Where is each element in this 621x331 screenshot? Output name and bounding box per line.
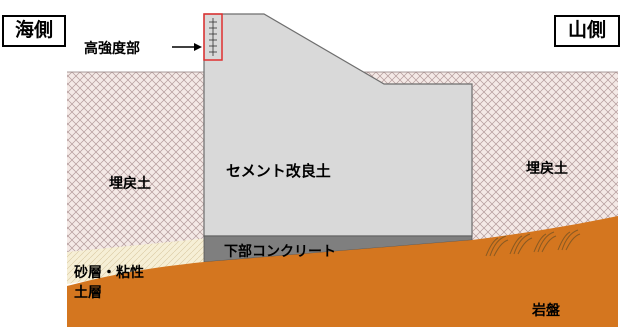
- high-strength-part: [203, 13, 223, 61]
- backfill-right-label: 埋戻土: [526, 161, 568, 177]
- cement-improved-soil-body: [203, 13, 473, 237]
- bedrock-label: 岩盤: [532, 303, 560, 319]
- sand-clay-layer: [67, 238, 210, 284]
- high-strength-label: 高強度部: [84, 41, 140, 57]
- cement-improved-soil-label: セメント改良土: [226, 162, 331, 180]
- grass-tufts: [485, 229, 581, 257]
- sand-clay-label-line1: 砂層・粘性: [74, 265, 144, 281]
- sand-clay-label-line2: 土層: [74, 285, 102, 301]
- mountain-side-label: 山側: [554, 15, 620, 47]
- high-strength-arrow: [172, 43, 202, 51]
- backfill-left-label: 埋戻土: [109, 176, 151, 192]
- sea-side-label: 海側: [2, 15, 66, 47]
- high-strength-hatch: [209, 18, 217, 56]
- bedrock-region: [67, 216, 618, 327]
- backfill-region-left: [67, 72, 207, 272]
- lower-concrete-label: 下部コンクリート: [224, 244, 336, 260]
